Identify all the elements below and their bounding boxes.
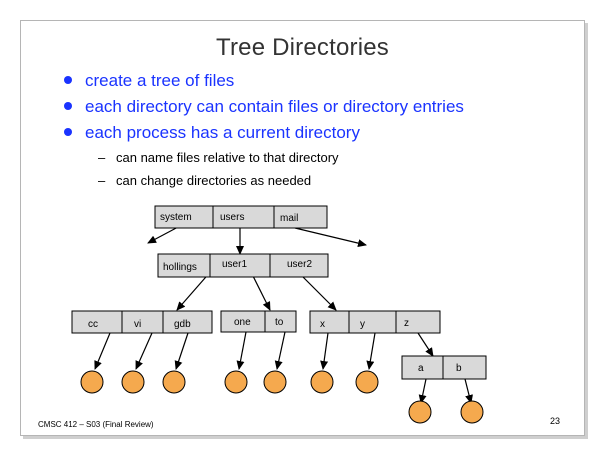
bullet-3: each process has a current directory bbox=[64, 123, 360, 143]
file-node-to bbox=[263, 370, 287, 394]
entry-one: one bbox=[234, 317, 251, 328]
arrow-a bbox=[418, 378, 427, 404]
entry-vi: vi bbox=[134, 319, 141, 330]
bullet-dot-icon bbox=[64, 127, 72, 136]
dash-icon: – bbox=[98, 173, 106, 188]
entry-cc: cc bbox=[88, 319, 98, 330]
hollings-directory-box bbox=[71, 310, 213, 334]
arrow-mail bbox=[294, 227, 367, 248]
tree-arrows bbox=[94, 225, 473, 404]
file-node-y bbox=[355, 370, 379, 394]
bullet-3-text: each process has a current directory bbox=[85, 123, 360, 142]
arrow-gdb bbox=[174, 332, 189, 370]
entry-system: system bbox=[160, 212, 192, 223]
entry-user2: user2 bbox=[287, 259, 312, 270]
file-node-a bbox=[408, 400, 432, 424]
entry-mail: mail bbox=[280, 213, 298, 224]
entry-b: b bbox=[456, 363, 462, 374]
user1-directory-box bbox=[220, 310, 297, 333]
entry-z: z bbox=[404, 318, 409, 329]
z-directory-box bbox=[401, 355, 487, 380]
file-node-x bbox=[310, 370, 334, 394]
arrow-z bbox=[417, 332, 434, 357]
entry-x: x bbox=[320, 319, 325, 330]
arrow-one bbox=[236, 331, 247, 370]
root-directory: system users mail bbox=[154, 205, 328, 229]
arrow-vi bbox=[135, 332, 153, 370]
file-node-gdb bbox=[162, 370, 186, 394]
file-node-b bbox=[460, 400, 484, 424]
root-directory-box bbox=[154, 205, 328, 229]
file-nodes bbox=[80, 370, 484, 424]
sub-bullet-1: –can name files relative to that directo… bbox=[98, 150, 339, 165]
entry-hollings: hollings bbox=[163, 262, 197, 273]
arrow-b bbox=[464, 378, 473, 404]
users-directory-box bbox=[157, 253, 329, 278]
user1-directory: one to bbox=[220, 310, 297, 333]
sub-bullet-2-text: can change directories as needed bbox=[116, 173, 312, 188]
users-directory: hollings user1 user2 bbox=[157, 253, 329, 278]
sub-bullet-2: –can change directories as needed bbox=[98, 173, 311, 188]
bullet-1-text: create a tree of files bbox=[85, 71, 235, 90]
arrow-to bbox=[274, 331, 286, 370]
arrow-y bbox=[366, 332, 376, 370]
arrow-x bbox=[320, 332, 329, 370]
bullet-dot-icon bbox=[64, 101, 72, 110]
footer-course-label: CMSC 412 – S03 (Final Review) bbox=[38, 420, 154, 429]
bullet-2-text: each directory can contain files or dire… bbox=[85, 97, 464, 116]
entry-a: a bbox=[418, 363, 424, 374]
bullet-dot-icon bbox=[64, 75, 72, 84]
slide-title: Tree Directories bbox=[215, 34, 390, 61]
dash-icon: – bbox=[98, 150, 106, 165]
user2-directory-box bbox=[309, 310, 441, 334]
arrow-cc bbox=[94, 332, 111, 370]
bullet-2: each directory can contain files or dire… bbox=[64, 97, 464, 117]
entry-y: y bbox=[360, 319, 365, 330]
arrow-system bbox=[147, 225, 181, 244]
file-node-cc bbox=[80, 370, 104, 394]
user2-directory: x y z bbox=[309, 310, 441, 334]
entry-gdb: gdb bbox=[174, 319, 191, 330]
file-node-vi bbox=[121, 370, 145, 394]
file-node-one bbox=[224, 370, 248, 394]
entry-users: users bbox=[220, 212, 244, 223]
entry-to: to bbox=[275, 317, 284, 328]
entry-user1: user1 bbox=[222, 259, 247, 270]
sub-bullet-1-text: can name files relative to that director… bbox=[116, 150, 339, 165]
page-number: 23 bbox=[550, 416, 561, 426]
hollings-directory: cc vi gdb bbox=[71, 310, 213, 334]
bullet-1: create a tree of files bbox=[64, 71, 234, 91]
z-directory: a b bbox=[401, 355, 487, 380]
